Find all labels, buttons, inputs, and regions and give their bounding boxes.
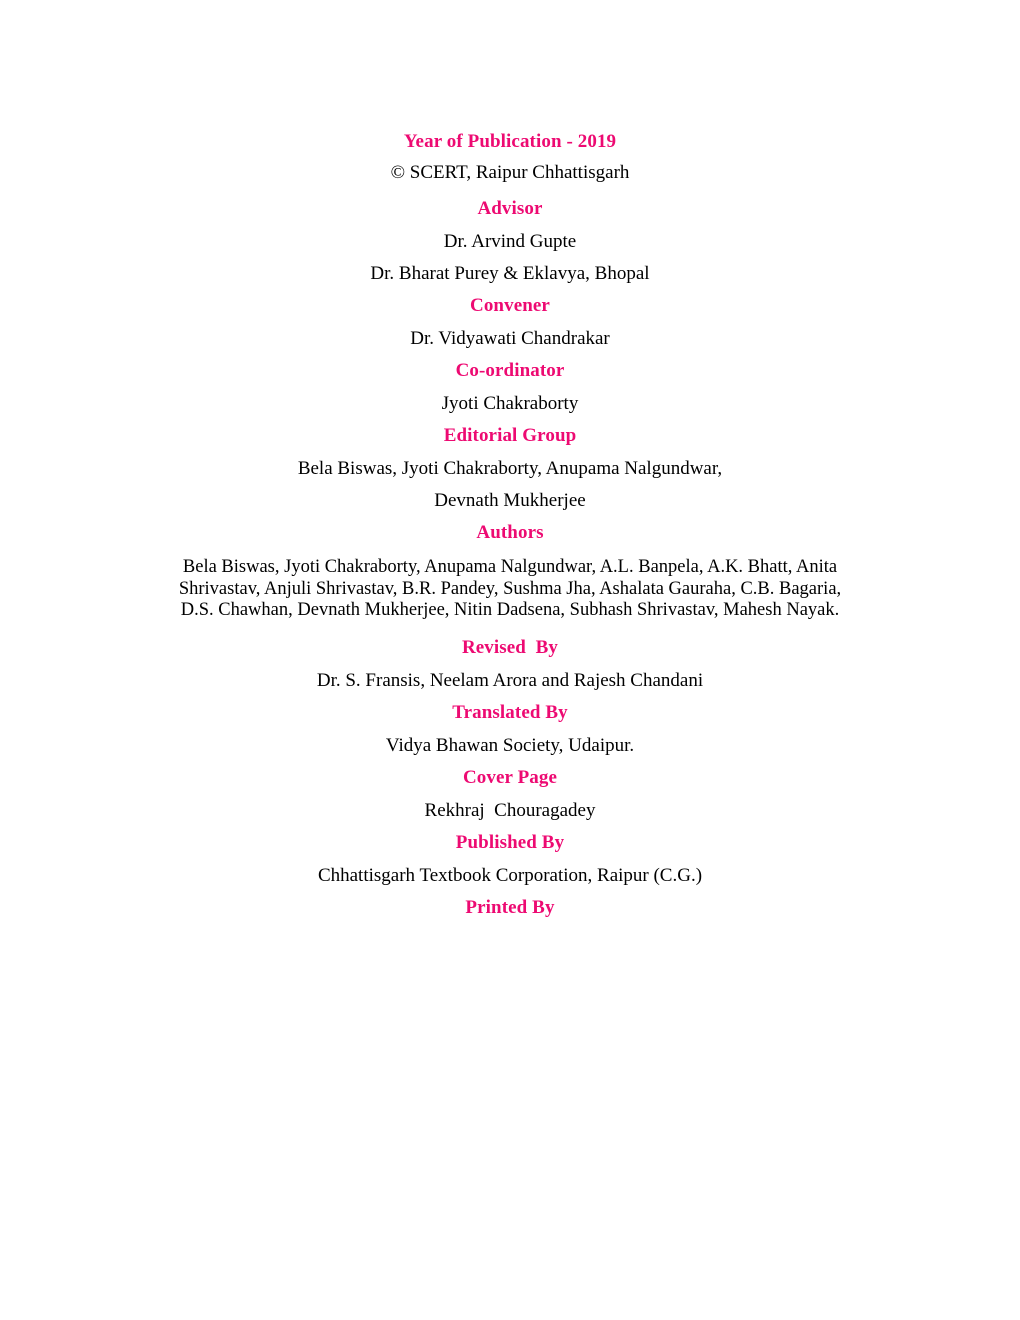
spacer bbox=[0, 658, 1020, 671]
year-of-publication-block: Year of Publication - 2019 bbox=[0, 132, 1020, 152]
spacer bbox=[0, 543, 1020, 557]
translated-by-line-1: Vidya Bhawan Society, Udaipur. bbox=[385, 734, 635, 756]
section-translated-by: Translated By Vidya Bhawan Society, Udai… bbox=[0, 701, 1020, 756]
section-printed-by: Printed By bbox=[0, 896, 1020, 918]
spacer bbox=[0, 723, 1020, 736]
spacer bbox=[0, 756, 1020, 768]
authors-paragraph: Bela Biswas, Jyoti Chakraborty, Anupama … bbox=[165, 557, 855, 622]
section-heading-coordinator: Co-ordinator bbox=[455, 360, 565, 381]
section-heading-editorial-group: Editorial Group bbox=[443, 425, 577, 446]
spacer bbox=[0, 886, 1020, 898]
imprint-content: Year of Publication - 2019 © SCERT, Raip… bbox=[0, 132, 1020, 918]
section-advisor: Advisor Dr. Arvind Gupte Dr. Bharat Pure… bbox=[0, 199, 1020, 284]
section-editorial-group: Editorial Group Bela Biswas, Jyoti Chakr… bbox=[0, 426, 1020, 511]
editorial-group-line-2: Devnath Mukherjee bbox=[434, 490, 586, 511]
spacer bbox=[0, 183, 1020, 199]
advisor-line-2: Dr. Bharat Purey & Eklavya, Bhopal bbox=[370, 263, 650, 284]
section-authors: Authors Bela Biswas, Jyoti Chakraborty, … bbox=[0, 523, 1020, 622]
spacer bbox=[0, 788, 1020, 801]
section-heading-convener: Convener bbox=[470, 295, 550, 316]
copyright-block: © SCERT, Raipur Chhattisgarh bbox=[0, 163, 1020, 183]
spacer bbox=[0, 853, 1020, 866]
cover-page-line-1: Rekhraj Chouragadey bbox=[424, 799, 596, 821]
published-by-line-1: Chhattisgarh Textbook Corporation, Raipu… bbox=[317, 864, 703, 886]
section-revised-by: Revised By Dr. S. Fransis, Neelam Arora … bbox=[0, 636, 1020, 691]
section-heading-cover-page: Cover Page bbox=[462, 766, 558, 788]
spacer bbox=[0, 821, 1020, 833]
section-heading-revised-by: Revised By bbox=[461, 636, 559, 658]
authors-line-2: Shrivastav, Anjuli Shrivastav, B.R. Pand… bbox=[178, 578, 842, 599]
copyright-line: © SCERT, Raipur Chhattisgarh bbox=[390, 162, 630, 183]
section-heading-published-by: Published By bbox=[455, 831, 565, 853]
authors-line-1: Bela Biswas, Jyoti Chakraborty, Anupama … bbox=[182, 557, 838, 577]
section-heading-translated-by: Translated By bbox=[452, 701, 568, 723]
section-published-by: Published By Chhattisgarh Textbook Corpo… bbox=[0, 831, 1020, 886]
section-heading-printed-by: Printed By bbox=[465, 896, 555, 918]
convener-line-1: Dr. Vidyawati Chandrakar bbox=[410, 328, 610, 349]
section-heading-authors: Authors bbox=[476, 522, 544, 543]
section-convener: Convener Dr. Vidyawati Chandrakar bbox=[0, 296, 1020, 349]
spacer bbox=[0, 691, 1020, 703]
editorial-group-line-1: Bela Biswas, Jyoti Chakraborty, Anupama … bbox=[297, 458, 723, 479]
spacer bbox=[0, 622, 1020, 638]
coordinator-line-1: Jyoti Chakraborty bbox=[441, 393, 579, 414]
section-cover-page: Cover Page Rekhraj Chouragadey bbox=[0, 766, 1020, 821]
year-of-publication-heading: Year of Publication - 2019 bbox=[403, 131, 617, 152]
section-coordinator: Co-ordinator Jyoti Chakraborty bbox=[0, 361, 1020, 414]
revised-by-line-1: Dr. S. Fransis, Neelam Arora and Rajesh … bbox=[316, 669, 704, 691]
advisor-line-1: Dr. Arvind Gupte bbox=[443, 231, 577, 252]
section-heading-advisor: Advisor bbox=[477, 198, 543, 219]
authors-line-3: D.S. Chawhan, Devnath Mukherjee, Nitin D… bbox=[180, 600, 840, 620]
